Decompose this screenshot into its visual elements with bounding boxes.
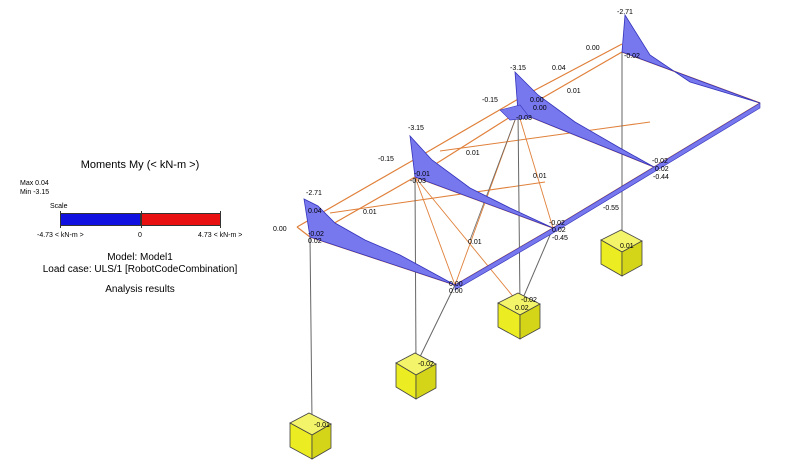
moment-value-label: -0.02: [418, 361, 434, 368]
moment-value-label: -0.45: [552, 235, 568, 242]
legend-min: Min -3.15: [20, 189, 50, 196]
moment-value-label: -0.02: [624, 53, 640, 60]
supports: [289, 229, 643, 460]
moment-value-label: -0.01: [314, 422, 330, 429]
moment-value-label: -0.03: [410, 178, 426, 185]
scale-tick-zero: [141, 211, 142, 228]
moment-value-label: 0.02: [515, 305, 529, 312]
legend-title: Moments My (< kN-m >): [80, 159, 200, 171]
beam: [296, 226, 311, 238]
moment-diagram: [514, 70, 655, 168]
beam: [519, 43, 623, 99]
moment-value-label: 0.00: [533, 105, 547, 112]
beam: [409, 97, 521, 163]
moment-value-label: -0.15: [482, 97, 498, 104]
moment-value-label: -0.02: [308, 231, 324, 238]
support-block: [289, 412, 332, 460]
moment-value-label: -0.55: [603, 205, 619, 212]
moment-diagram: [303, 198, 456, 286]
scale-min-label: -4.73 < kN-m >: [37, 232, 84, 239]
column: [517, 111, 521, 306]
brace: [414, 176, 521, 306]
legend-max: Max 0.04: [20, 180, 49, 187]
scale-zero-label: 0: [138, 232, 142, 239]
brace: [517, 111, 554, 229]
moment-value-label: 0.04: [552, 65, 566, 72]
moment-value-label: -3.15: [408, 125, 424, 132]
moment-value-label: -0.44: [653, 174, 669, 181]
support-block: [497, 292, 541, 340]
support-block: [395, 352, 437, 400]
moment-value-label: 0.00: [586, 45, 600, 52]
scale-tick-min: [60, 211, 61, 228]
column: [309, 236, 313, 421]
moment-value-label: 0.02: [655, 166, 669, 173]
moment-value-label: -0.01: [414, 171, 430, 178]
moment-value-label: 0.02: [552, 227, 566, 234]
moment-diagrams: [303, 13, 761, 291]
moment-diagram: [454, 102, 761, 291]
brace: [414, 176, 456, 286]
brace: [469, 111, 519, 241]
legend-panel: Moments My (< kN-m >) Max 0.04 Min -3.15…: [0, 0, 280, 471]
moment-value-label: 0.01: [533, 173, 547, 180]
moment-value-label: 0.01: [620, 243, 634, 250]
beam: [439, 121, 651, 152]
moment-value-label: 0.00: [449, 288, 463, 295]
column: [519, 227, 554, 306]
column: [415, 284, 456, 366]
moment-value-label: 0.00: [449, 281, 463, 288]
analysis-status: Analysis results: [105, 284, 175, 295]
model-name: Model: Model1: [107, 252, 173, 263]
scale-max-label: 4.73 < kN-m >: [198, 232, 243, 239]
moment-value-label: 0.01: [466, 150, 480, 157]
moment-value-label: -0.03: [516, 115, 532, 122]
support-value-labels: -0.01-0.020.010.02-0.02: [314, 243, 634, 429]
moment-value-label: -0.02: [652, 158, 668, 165]
moment-value-label: -2.71: [306, 190, 322, 197]
moment-value-label: -0.02: [521, 297, 537, 304]
scale-tick-max: [220, 211, 221, 228]
load-case: Load case: ULS/1 [RobotCodeCombination]: [42, 264, 238, 275]
moment-value-label: 0.01: [468, 239, 482, 246]
legend-scale-label: Scale: [50, 203, 68, 210]
moment-value-label: -3.15: [510, 65, 526, 72]
moment-value-label: 0.00: [530, 97, 544, 104]
beam: [329, 181, 546, 214]
moment-diagram: [499, 104, 531, 121]
moment-value-label: 0.04: [308, 208, 322, 215]
moment-value-label: -2.71: [617, 9, 633, 16]
moment-value-label: -0.15: [378, 156, 394, 163]
moment-value-label: 0.02: [308, 238, 322, 245]
moment-value-label: 0.00: [273, 226, 287, 233]
moment-value-label: 0.01: [363, 209, 377, 216]
moment-value-label: 0.01: [567, 88, 581, 95]
moment-diagram: [621, 13, 761, 104]
moment-value-label: -0.02: [549, 220, 565, 227]
support-block: [600, 229, 643, 277]
